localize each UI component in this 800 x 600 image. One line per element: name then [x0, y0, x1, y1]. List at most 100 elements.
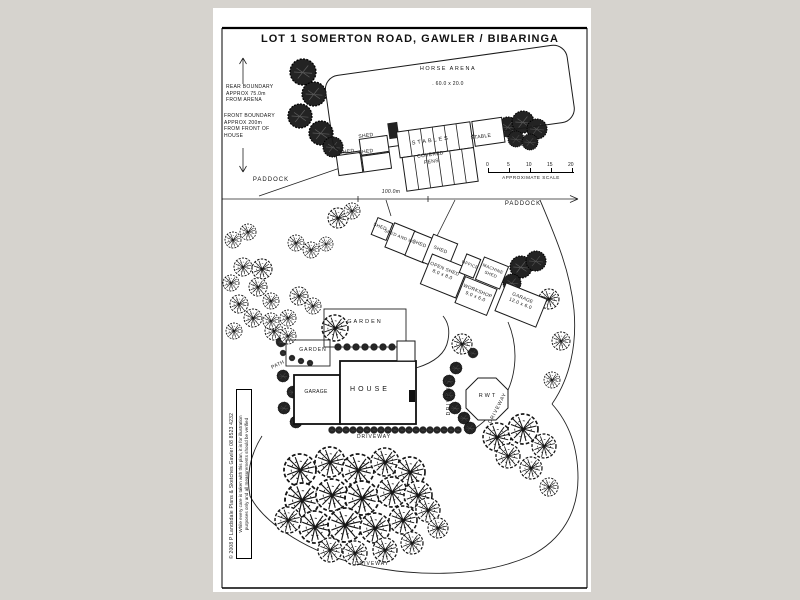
- building-attached-garage: [293, 374, 341, 425]
- scale-axis: [488, 172, 574, 173]
- tree-icon: [279, 309, 297, 327]
- bush-icon: [454, 426, 462, 434]
- tree-icon: [507, 413, 539, 445]
- bush-icon: [328, 426, 336, 434]
- annotation-arrows: [222, 57, 579, 203]
- stable-buildings: [335, 116, 506, 192]
- tree-icon: [243, 308, 263, 328]
- bush-icon: [398, 426, 406, 434]
- building-connector: [387, 121, 400, 140]
- bush-icon: [370, 426, 378, 434]
- arena-label: HORSE ARENA: [419, 66, 477, 72]
- scale-tick: 15: [547, 162, 553, 168]
- scale-caption: APPROXIMATE SCALE: [502, 175, 560, 180]
- tree-icon: [341, 453, 375, 487]
- house-porch: [409, 390, 415, 402]
- tree-icon: [279, 327, 297, 345]
- tree-icon: [287, 234, 305, 252]
- tree-icon: [229, 294, 249, 314]
- tree-icon: [224, 231, 242, 249]
- tree-icon: [251, 258, 273, 280]
- building-shed3: [361, 151, 393, 173]
- tree-icon: [539, 477, 559, 497]
- bush-icon: [279, 349, 287, 357]
- scale-tick: 10: [526, 162, 532, 168]
- tree-icon: [376, 476, 408, 508]
- bush-icon: [412, 426, 420, 434]
- bush-icon: [342, 426, 350, 434]
- scale-tick: 5: [507, 162, 510, 168]
- copyright-block: © 2008 P Landsdale Plans & Sketches Gawl…: [229, 389, 253, 559]
- bush-icon: [288, 354, 296, 362]
- bush-icon: [391, 426, 399, 434]
- building-workshop: [454, 276, 498, 316]
- tree-icon: [463, 421, 477, 435]
- garden-lower-label: GARDEN: [299, 347, 327, 353]
- tree-icon: [343, 202, 361, 220]
- bush-icon: [349, 426, 357, 434]
- tree-icon: [239, 223, 257, 241]
- bush-icon: [447, 426, 455, 434]
- rwt-label: RWT: [478, 393, 498, 399]
- tree-icon: [262, 292, 280, 310]
- tree-icon: [287, 103, 313, 129]
- building-shed2: [358, 134, 390, 156]
- building-shed-small: [370, 217, 394, 241]
- bush-icon: [335, 426, 343, 434]
- tree-icon: [427, 517, 449, 539]
- scale-bar: 0 5 10 15 20 APPROXIMATE SCALE: [486, 162, 574, 185]
- paddock-label-right: PADDOCK: [504, 201, 542, 207]
- building-machine-shed: [474, 256, 510, 290]
- scale-tick: 20: [568, 162, 574, 168]
- tree-icon: [388, 505, 418, 535]
- tree-icon: [318, 236, 334, 252]
- bush-icon: [377, 426, 385, 434]
- arena-dims: . 60.0 x 20.0: [432, 81, 464, 87]
- house-area: [285, 308, 509, 425]
- tree-icon: [262, 312, 280, 330]
- building-garage: [494, 282, 548, 328]
- scale-tick: 0: [486, 162, 489, 168]
- garden-lower-outline: [285, 339, 331, 367]
- bush-icon: [433, 426, 441, 434]
- tree-icon: [302, 241, 320, 259]
- disclaimer-line2: purposes only and all measurements shoul…: [244, 417, 250, 531]
- boundary-dimension: 100.0m: [381, 189, 401, 195]
- rear-boundary-note: REAR BOUNDARY APPROX 75.0m FROM ARENA: [226, 84, 274, 103]
- building-open-shed: [419, 253, 469, 299]
- garden-upper-label: GARDEN: [347, 319, 383, 325]
- bush-icon: [356, 426, 364, 434]
- garden-upper-outline: [323, 308, 407, 348]
- homestead-sheds: [370, 217, 548, 328]
- tree-icon: [495, 443, 521, 469]
- tree-icon: [519, 456, 543, 480]
- attached-garage-label: GARAGE: [304, 389, 328, 395]
- driveway-label-vertical: DRIVEWAY: [445, 377, 452, 416]
- house-label: HOUSE: [350, 386, 390, 393]
- tree-icon: [289, 58, 317, 86]
- building-stable: [471, 116, 506, 147]
- tree-icon: [274, 506, 302, 534]
- tree-icon: [301, 81, 327, 107]
- tree-icon: [233, 257, 253, 277]
- tree-icon: [467, 347, 479, 359]
- tree-icon: [400, 531, 424, 555]
- tree-icon: [277, 401, 291, 415]
- rainwater-tank: [465, 377, 509, 421]
- tree-icon: [507, 130, 525, 148]
- building-house: [339, 360, 417, 425]
- driveway-label-mid: DRIVEWAY: [356, 434, 392, 440]
- building-house-wing: [396, 340, 416, 362]
- front-boundary-note: FRONT BOUNDARY APPROX 200m FROM FRONT OF…: [224, 113, 275, 139]
- tree-icon: [372, 537, 398, 563]
- tree-icon: [525, 250, 547, 272]
- tree-icon: [317, 537, 343, 563]
- tree-icon: [248, 277, 268, 297]
- bush-icon: [419, 426, 427, 434]
- tree-icon: [531, 433, 557, 459]
- tree-icon: [289, 286, 309, 306]
- building-shed1: [335, 151, 364, 177]
- bush-icon: [440, 426, 448, 434]
- bush-icon: [384, 426, 392, 434]
